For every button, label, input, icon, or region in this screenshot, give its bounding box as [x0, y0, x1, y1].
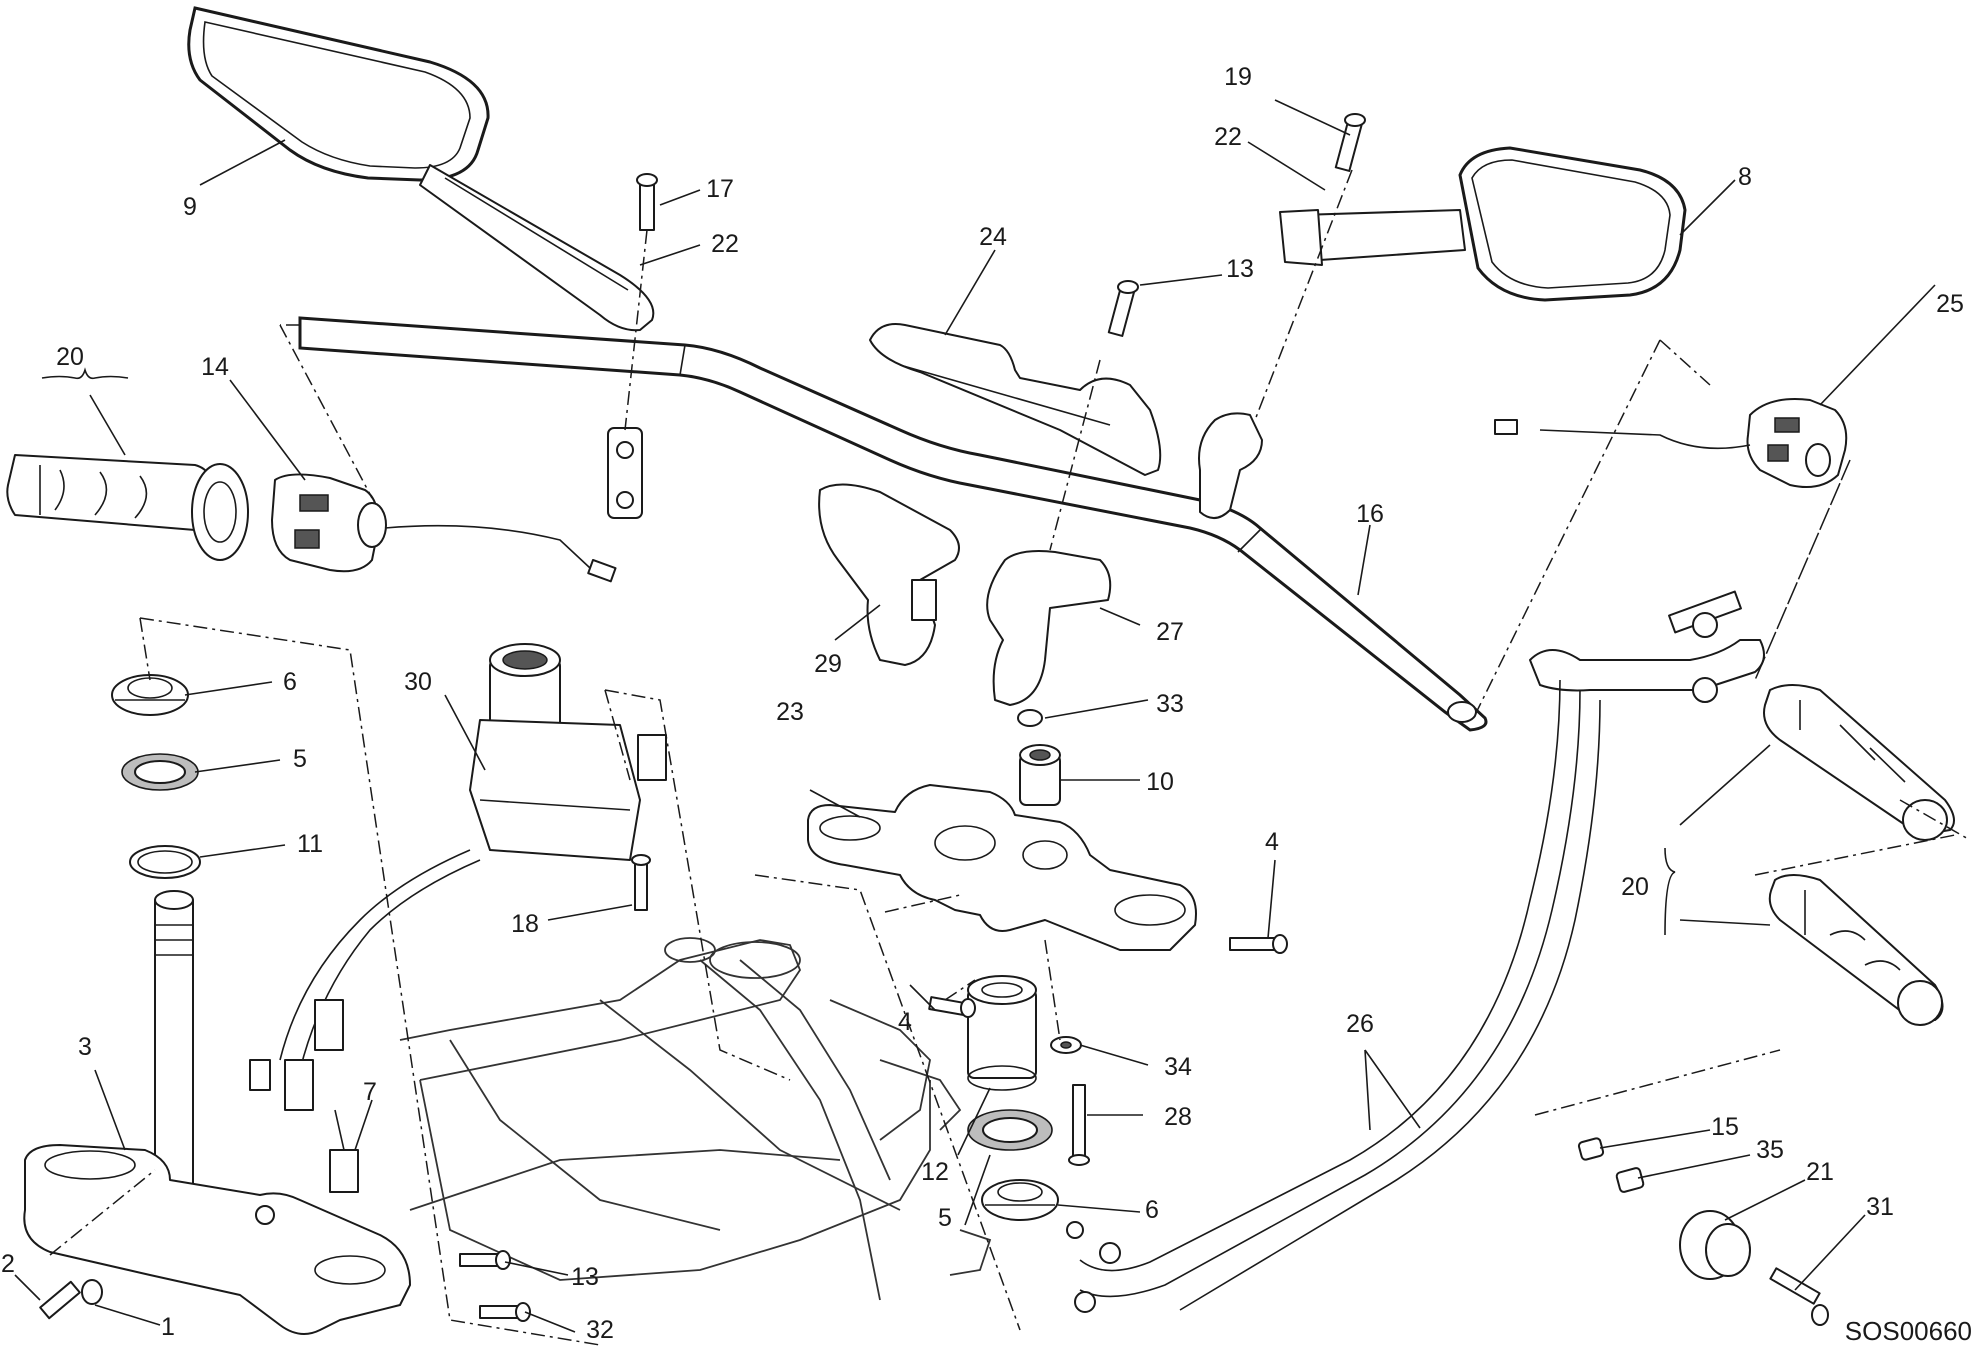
- callout-31: 31: [1866, 1193, 1894, 1221]
- callout-5: 5: [293, 745, 307, 773]
- left-grip: [6, 454, 249, 561]
- callout-26: 26: [1346, 1010, 1374, 1038]
- callout-9: 9: [183, 193, 197, 221]
- screw-18: [631, 854, 651, 911]
- callout-6: 6: [283, 668, 297, 696]
- cover-27: [986, 550, 1112, 706]
- steering-nut-6-upper: [111, 674, 189, 716]
- bar-end-assembly: [1577, 1137, 1751, 1280]
- callout-30: 30: [404, 668, 432, 696]
- bottom-yoke-3: [23, 1144, 411, 1335]
- stem-sleeve-12: [967, 975, 1037, 1091]
- callout-10: 10: [1146, 768, 1174, 796]
- cover-29: [818, 483, 960, 666]
- callout-13: 13: [571, 1263, 599, 1291]
- callout-11: 11: [297, 830, 323, 858]
- ring-11: [129, 845, 201, 879]
- ignition-switch-30: [469, 643, 667, 861]
- callout-29: 29: [814, 650, 842, 678]
- callout-5: 5: [938, 1204, 952, 1232]
- right-throttle-grip: [1763, 684, 1955, 841]
- callout-4: 4: [1265, 828, 1279, 856]
- callout-34: 34: [1164, 1053, 1192, 1081]
- bearing-5-upper: [121, 753, 199, 791]
- right-switch: [1494, 398, 1848, 488]
- steering-nut-6-lower: [981, 1179, 1059, 1221]
- callout-35: 35: [1756, 1136, 1784, 1164]
- steering-stem-3: [154, 890, 194, 1201]
- callout-20: 20: [1621, 873, 1649, 901]
- callout-16: 16: [1356, 500, 1384, 528]
- callout-22: 22: [1214, 123, 1242, 151]
- callout-8: 8: [1738, 163, 1752, 191]
- callout-labels: 20 9 17 22 14 19 22 8 24 13 25 16 29 27 …: [1, 63, 1964, 1344]
- callout-6: 6: [1145, 1196, 1159, 1224]
- callout-1: 1: [161, 1313, 175, 1341]
- callout-32: 32: [586, 1316, 614, 1344]
- callout-24: 24: [979, 223, 1007, 251]
- callout-33: 33: [1156, 690, 1184, 718]
- wiring-harness-7: [249, 849, 481, 1193]
- callout-28: 28: [1164, 1103, 1192, 1131]
- bolt-28: [1068, 1084, 1090, 1166]
- hoses-26: [1066, 679, 1601, 1313]
- callout-21: 21: [1806, 1158, 1834, 1186]
- washer-34: [1050, 1036, 1082, 1054]
- brake-clutch-lever-assembly: [1529, 590, 1765, 703]
- left-mirror: [187, 6, 655, 332]
- callout-18: 18: [511, 910, 539, 938]
- callout-27: 27: [1156, 618, 1184, 646]
- left-switch: [271, 473, 617, 583]
- callout-15: 15: [1711, 1113, 1739, 1141]
- spacer-10: [1019, 744, 1061, 806]
- callout-17: 17: [706, 175, 734, 203]
- callout-3: 3: [78, 1033, 92, 1061]
- drawing-code: SOS00660: [1845, 1316, 1972, 1346]
- callout-4: 4: [898, 1008, 912, 1036]
- mirror-adapters: [607, 412, 1263, 519]
- callout-23: 23: [776, 698, 804, 726]
- callout-20: 20: [56, 343, 84, 371]
- callout-14: 14: [201, 353, 229, 381]
- callout-22: 22: [711, 230, 739, 258]
- washer-33: [1017, 709, 1043, 727]
- right-mirror: [1279, 146, 1687, 302]
- spare-grip-20: [1768, 874, 1944, 1026]
- callout-2: 2: [1, 1250, 15, 1278]
- bolts: [39, 113, 1829, 1326]
- clamp-24: [869, 323, 1162, 476]
- callout-19: 19: [1224, 63, 1252, 91]
- callout-12: 12: [921, 1158, 949, 1186]
- top-yoke-23: [807, 784, 1197, 951]
- callout-25: 25: [1936, 290, 1964, 318]
- callout-13: 13: [1226, 255, 1254, 283]
- frame: [399, 937, 992, 1301]
- leader-lines: [14, 99, 1936, 1333]
- bearing-5-lower: [967, 1109, 1053, 1151]
- callout-7: 7: [363, 1078, 377, 1106]
